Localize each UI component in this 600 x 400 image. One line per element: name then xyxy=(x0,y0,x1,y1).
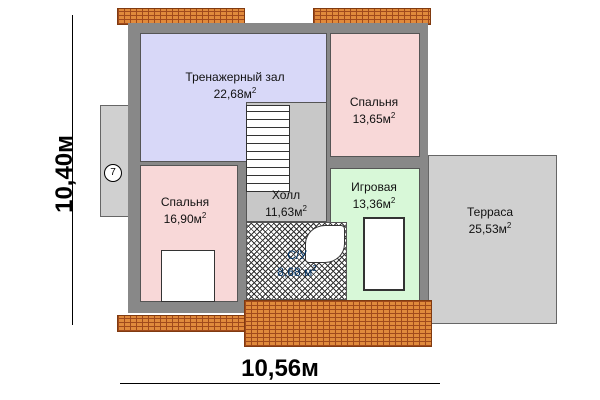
dimension-line-vertical xyxy=(72,15,73,325)
bathtub xyxy=(305,225,345,263)
bed xyxy=(161,250,215,302)
room-bedroom-right xyxy=(330,33,420,157)
terrace xyxy=(428,155,557,324)
dimension-width: 10,56м xyxy=(241,355,319,382)
billiard-table xyxy=(363,217,405,291)
roof-edge-bottom-right xyxy=(244,300,432,347)
balcony-left xyxy=(100,105,130,217)
roof-edge-bottom-left xyxy=(117,315,245,332)
staircase xyxy=(246,105,290,192)
dimension-line-horizontal xyxy=(120,383,440,384)
dimension-height: 10,40м xyxy=(51,135,78,213)
axis-marker: 7 xyxy=(104,164,122,182)
